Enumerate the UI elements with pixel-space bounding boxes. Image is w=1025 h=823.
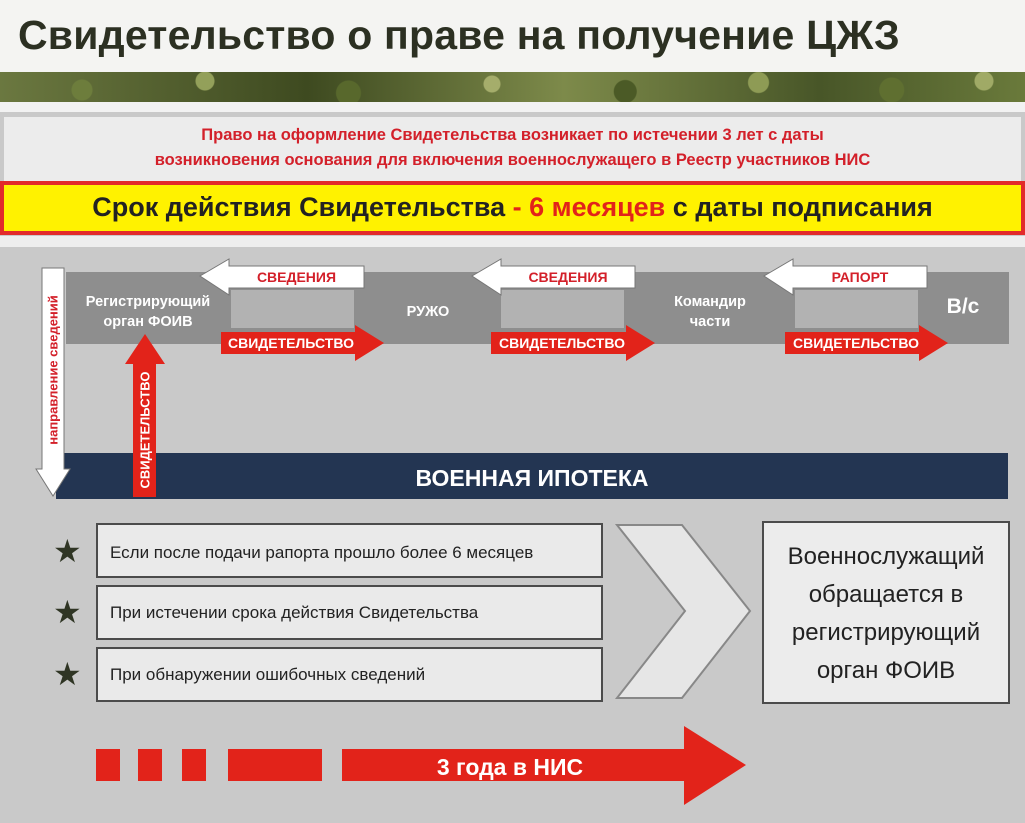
title-bar [0,0,1025,72]
condition-2: При истечении срока действия Свидетельст… [110,603,479,622]
arrow-info-1-label: СВЕДЕНИЯ [256,269,337,285]
info-box [4,117,1021,181]
mortgage-band-label: ВОЕННАЯ ИПОТЕКА [415,465,649,491]
condition-3: При обнаружении ошибочных сведений [110,665,426,684]
validity-highlight: - 6 месяцев [512,192,666,222]
timeline-arrow [96,726,746,805]
star-icon: ★ [53,533,82,569]
arrow-vertical-up [125,334,165,497]
result-line-3: регистрирующий [791,619,981,646]
result-text: Военнослужащий обращается в регистрирующ… [764,538,1008,690]
arrow-info-2 [471,258,636,296]
result-line-1: Военнослужащий [787,543,985,570]
page-title: Свидетельство о праве на получение ЦЖЗ [18,12,900,58]
arrow-vertical-down [35,267,71,497]
node-commander: Командир части [640,292,780,332]
flow-gap-1 [231,290,354,328]
validity-text: Срок действия Свидетельства - 6 месяцев … [4,192,1021,223]
arrow-info-1 [199,258,365,296]
node-registrar: Регистрирующий орган ФОИВ [70,292,226,332]
info-line-1: Право на оформление Свидетельства возник… [201,126,824,144]
arrow-cert-1 [221,325,384,361]
camouflage-strip [0,72,1025,102]
node-ruzho: РУЖО [406,304,450,320]
validity-prefix: Срок действия Свидетельства [92,192,513,222]
node-commander-line2: части [689,314,731,330]
node-serviceman: В/с [946,295,980,318]
condition-box-2 [96,585,603,640]
flow-gap-2 [501,290,624,328]
mortgage-band [56,453,1008,499]
separator [0,102,1025,112]
timeline-label: 3 года в НИС [436,754,584,780]
arrow-cert-2-label: СВИДЕТЕЛЬСТВО [499,335,625,351]
separator-2 [0,236,1025,247]
star-icon: ★ [53,594,82,630]
node-registrar-line1: Регистрирующий [85,294,211,310]
flow-gap-3 [795,290,918,328]
chevron-right-icon [614,524,752,699]
result-box [762,521,1010,704]
node-registrar-line2: орган ФОИВ [103,314,193,330]
result-line-2: обращается в [808,581,964,608]
arrow-cert-3 [785,325,948,361]
condition-1: Если после подачи рапорта прошло более 6… [110,543,534,562]
node-commander-line1: Командир [674,294,746,310]
validity-banner [4,185,1021,231]
info-line-2: возникновения основания для включения во… [154,151,871,169]
arrow-report-label: РАПОРТ [831,269,889,285]
arrow-vertical-up-label: СВИДЕТЕЛЬСТВО [137,371,153,489]
star-icon: ★ [53,656,82,692]
validity-suffix: с даты подписания [665,192,933,222]
result-line-4: орган ФОИВ [816,657,956,684]
arrow-cert-2 [491,325,655,361]
condition-box-3 [96,647,603,702]
arrow-report [763,258,928,296]
arrow-vertical-down-label: направление сведений [45,295,61,445]
arrow-info-2-label: СВЕДЕНИЯ [528,269,608,285]
condition-box-1 [96,523,603,578]
arrow-cert-1-label: СВИДЕТЕЛЬСТВО [228,335,354,351]
arrow-cert-3-label: СВИДЕТЕЛЬСТВО [793,335,919,351]
